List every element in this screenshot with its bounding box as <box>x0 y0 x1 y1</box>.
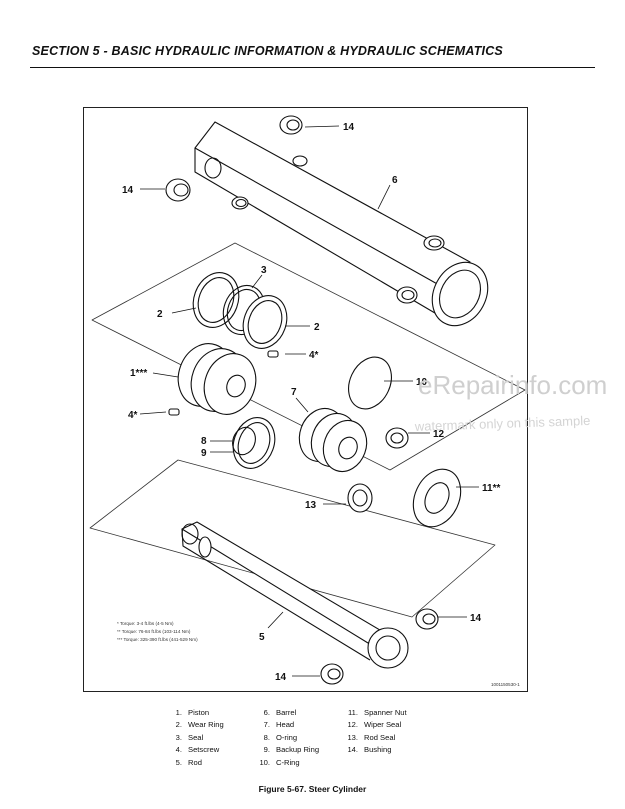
rod-seal <box>347 483 373 513</box>
callout-2-left: 2 <box>157 309 163 320</box>
c-ring <box>348 356 392 410</box>
callout-11: 11** <box>482 483 500 494</box>
legend-column-1: 1.Piston 2.Wear Ring 3.Seal 4.Setscrew 5… <box>160 707 224 769</box>
torque-note-1: * Torque: 3-4 ft.lbs (4-5 Nm) <box>117 621 174 626</box>
legend-item: 12.Wiper Seal <box>347 720 402 730</box>
legend-item: 2.Wear Ring <box>175 720 224 730</box>
callout-14-top-left: 14 <box>122 185 134 196</box>
legend-item: 10.C-Ring <box>259 757 300 767</box>
callout-1: 1*** <box>130 368 147 379</box>
barrel <box>194 121 489 327</box>
wear-ring-right <box>242 295 288 349</box>
o-ring <box>232 426 256 456</box>
legend-column-2: 6.Barrel 7.Head 8.O-ring 9.Backup Ring 1… <box>248 707 319 769</box>
callout-2-right: 2 <box>314 322 320 333</box>
legend-item: 7.Head <box>263 720 295 730</box>
legend-item: 13.Rod Seal <box>347 732 396 742</box>
backup-ring <box>232 417 276 469</box>
bushing-top-left <box>165 178 191 202</box>
drawing-number: 1001150530-1 <box>491 682 520 687</box>
callout-6: 6 <box>392 175 398 186</box>
watermark-main: eRepairinfo.com <box>418 370 607 400</box>
callout-3: 3 <box>261 265 267 276</box>
bushing-bottom-right <box>415 608 439 630</box>
callout-14-bottom-left: 14 <box>275 672 287 683</box>
legend-item: 11.Spanner Nut <box>348 708 407 717</box>
setscrew-top <box>267 350 279 358</box>
figure-caption: Figure 5-67. Steer Cylinder <box>258 784 367 794</box>
legend-item: 5.Rod <box>175 757 202 767</box>
callout-10: 10 <box>416 377 428 388</box>
bushing-bottom-left <box>320 663 344 685</box>
callout-12: 12 <box>433 429 445 440</box>
legend-item: 6.Barrel <box>263 708 297 717</box>
callout-4-bottom: 4* <box>128 410 138 421</box>
legend-item: 14.Bushing <box>347 745 392 755</box>
torque-note-3: *** Torque: 325-390 ft.lbs (441-529 Nm) <box>117 637 198 642</box>
head <box>298 407 368 473</box>
torque-note-2: ** Torque: 76-84 ft.lbs (103-114 Nm) <box>117 629 191 634</box>
bushing-top-right <box>279 115 303 135</box>
spanner-nut <box>412 468 462 528</box>
watermark-sub: watermark only on this sample <box>414 413 591 434</box>
legend-item: 4.Setscrew <box>175 745 220 755</box>
rod <box>181 521 409 669</box>
figure-frame <box>83 107 528 692</box>
legend-item: 9.Backup Ring <box>263 745 320 755</box>
wear-ring-left <box>192 272 240 328</box>
setscrew-bottom <box>168 408 180 416</box>
wiper-seal <box>385 427 409 449</box>
callout-9: 9 <box>201 448 207 459</box>
legend-item: 8.O-ring <box>263 732 298 742</box>
legend-column-3: 11.Spanner Nut 12.Wiper Seal 13.Rod Seal… <box>336 707 407 757</box>
callout-8: 8 <box>201 436 207 447</box>
upper-plane <box>91 242 526 471</box>
callout-14-bottom-right: 14 <box>470 613 482 624</box>
callout-13: 13 <box>305 500 317 511</box>
header-rule <box>30 67 595 68</box>
legend-item: 3.Seal <box>175 732 204 742</box>
callout-14-top-right: 14 <box>343 122 355 133</box>
piston <box>177 343 257 415</box>
callout-5: 5 <box>259 632 265 643</box>
steer-cylinder-drawing: 14 14 6 3 2 2 4* 1*** 10 7 4* 12 8 9 11*… <box>89 115 607 687</box>
legend-item: 1.Piston <box>175 708 210 717</box>
callout-7: 7 <box>291 387 297 398</box>
section-header: SECTION 5 - BASIC HYDRAULIC INFORMATION … <box>32 44 503 58</box>
callout-4-top: 4* <box>309 350 319 361</box>
